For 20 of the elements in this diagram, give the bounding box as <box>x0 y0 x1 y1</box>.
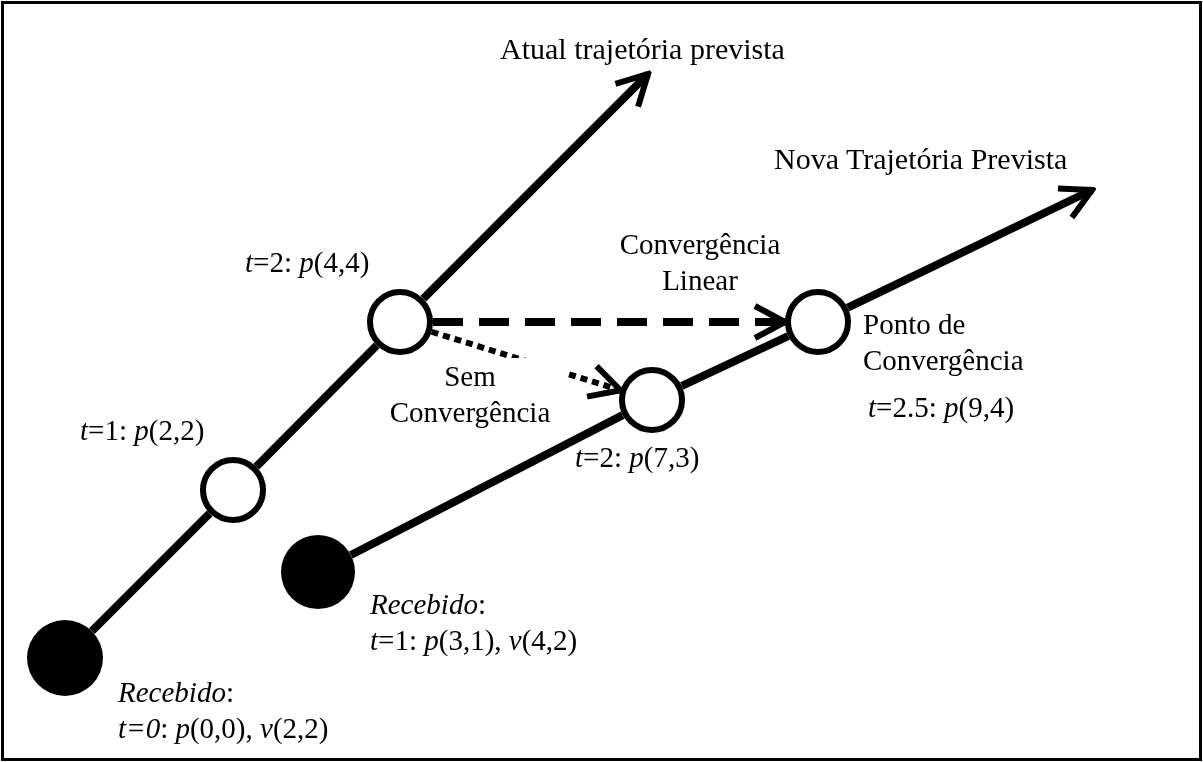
trajectory-arrow <box>420 71 651 302</box>
trajectory-line <box>349 411 625 559</box>
open-circle <box>200 457 266 523</box>
point-label: t=2: p(7,3) <box>575 441 700 475</box>
point-label: t=1: p(3,1), v(4,2) <box>370 624 578 658</box>
point-label: t=2: p(4,4) <box>245 246 370 280</box>
point-label: Ponto de Convergência <box>863 307 1025 379</box>
point-label: Recebido: <box>370 588 486 622</box>
trajectory-line <box>89 510 213 634</box>
dotted-arrow <box>430 328 624 400</box>
point-label: t=0: p(0,0), v(2,2) <box>118 712 329 746</box>
point-label: t=2.5: p(9,4) <box>868 391 1015 425</box>
trajectory-line <box>253 342 380 470</box>
trajectory-arrow <box>846 185 1095 312</box>
open-circle <box>367 289 433 355</box>
point-label: Recebido: <box>118 676 234 710</box>
trajectory-line <box>680 332 790 390</box>
point-label: t=1: p(2,2) <box>80 414 205 448</box>
trajectory-label: Atual trajetória prevista <box>500 32 785 66</box>
trajectory-label: Nova Trajetória Prevista <box>774 142 1068 176</box>
